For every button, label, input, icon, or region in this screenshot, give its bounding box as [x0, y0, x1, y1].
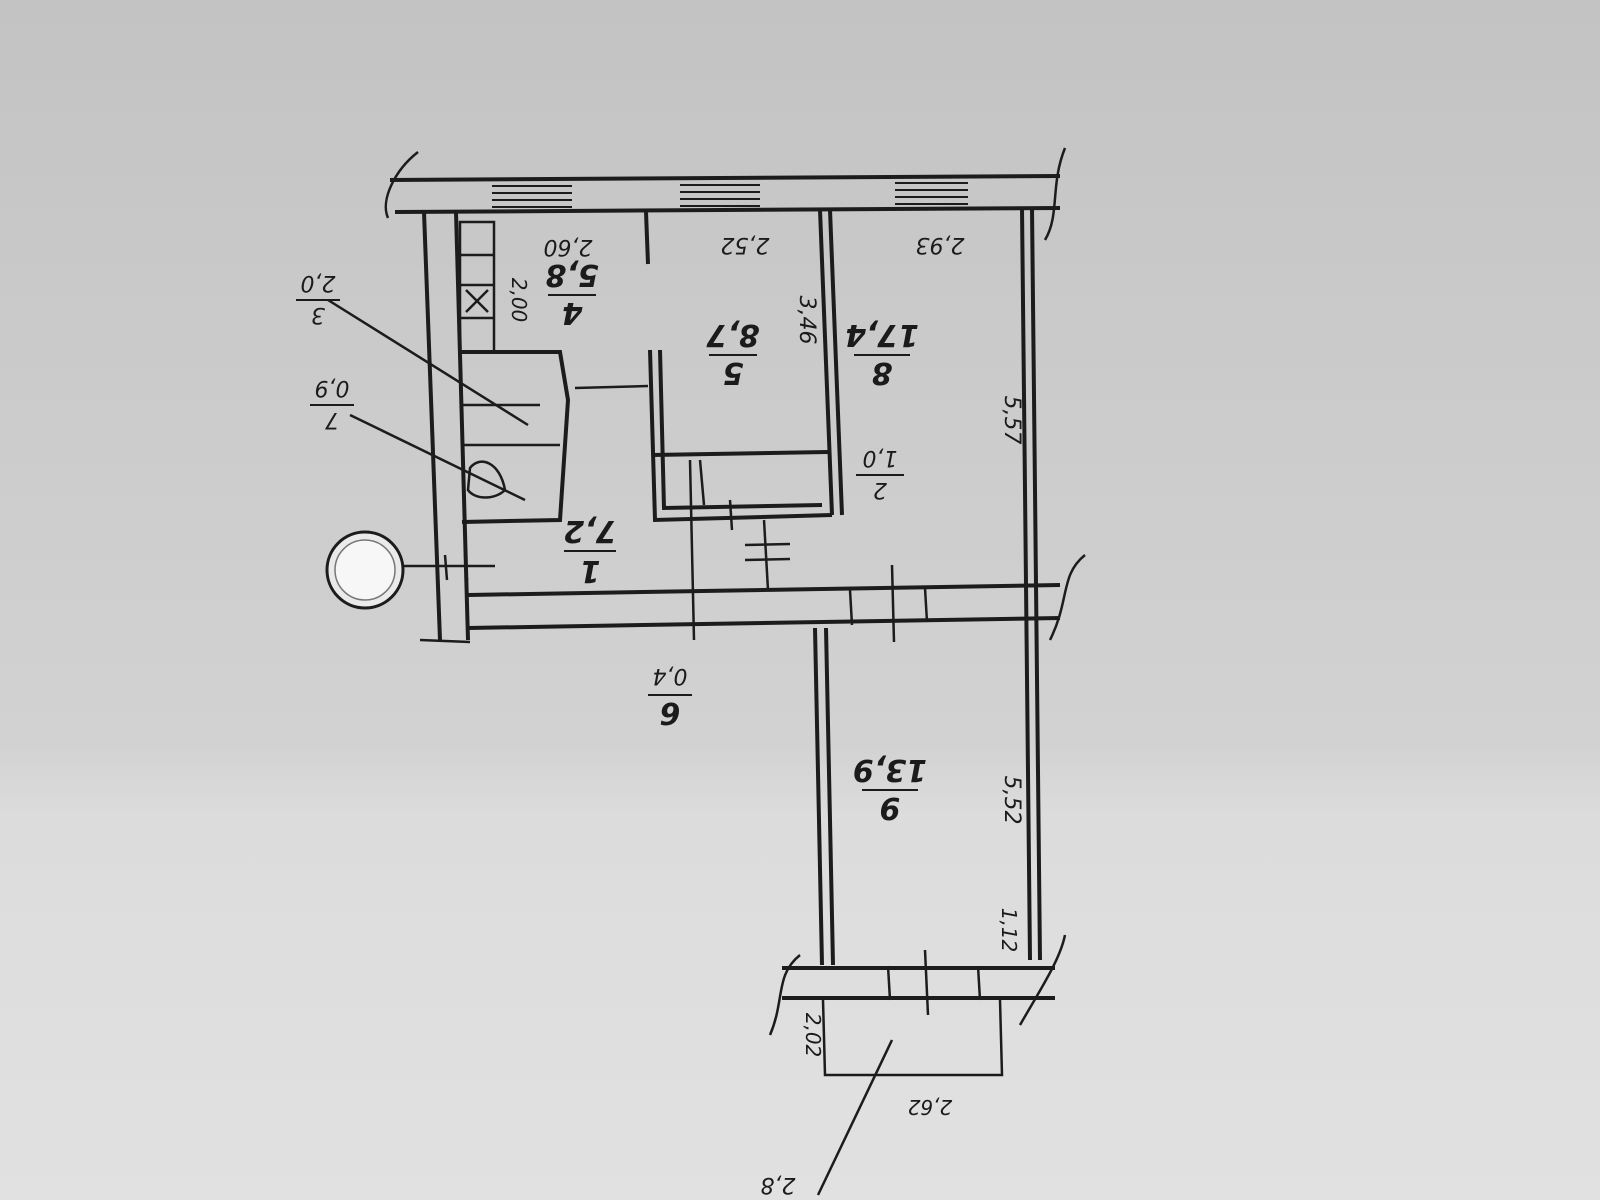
room-label-3: 3 2,0	[296, 270, 340, 327]
room-label-5: 5 8,7	[706, 317, 759, 390]
room-8-number: 8	[872, 355, 893, 390]
dimension-1-12: 1,12	[997, 908, 1021, 953]
room-9-walls	[768, 627, 1067, 1036]
room-label-9: 9 13,9	[853, 752, 927, 825]
room-1-area: 7,2	[563, 513, 616, 548]
left-wall	[419, 211, 471, 644]
room-7-number: 7	[325, 407, 339, 432]
dimension-5-52: 5,52	[999, 776, 1024, 825]
riser-marker	[325, 530, 430, 610]
door-marks	[430, 499, 896, 643]
dimension-3-46: 3,46	[794, 296, 819, 345]
central-wall	[467, 554, 1086, 641]
room-3-number: 3	[311, 302, 325, 327]
room-label-7: 7 0,9	[310, 375, 354, 432]
window-2	[680, 184, 760, 207]
dimension-2-60: 2,60	[544, 234, 593, 259]
room-4-number: 4	[562, 295, 584, 330]
balcony-area: 2,8	[761, 1172, 796, 1197]
room-1-number: 1	[580, 553, 601, 588]
window-1	[492, 185, 572, 208]
top-wall	[384, 147, 1067, 241]
dimension-5-57: 5,57	[999, 396, 1024, 445]
room-9-area: 13,9	[853, 752, 927, 787]
balcony-label: 2,8	[761, 1172, 796, 1197]
kitchen-fixtures	[458, 220, 496, 354]
dimension-2-52: 2,52	[721, 232, 770, 257]
dimension-2-02: 2,02	[801, 1013, 825, 1058]
leader-lines	[327, 298, 529, 502]
room-4-area: 5,8	[545, 257, 598, 292]
room-label-2: 2 1,0	[856, 445, 904, 502]
room-6-number: 6	[660, 695, 681, 730]
balcony	[816, 999, 1004, 1196]
room-label-8: 8 17,4	[845, 317, 919, 390]
dimension-2-62: 2,62	[908, 1095, 953, 1119]
room-5-number: 5	[723, 355, 744, 390]
room-5-area: 8,7	[706, 317, 759, 352]
room-7-area: 0,9	[315, 375, 350, 400]
dimension-2-93: 2,93	[916, 232, 965, 257]
room-label-4: 4 5,8	[545, 257, 598, 330]
room-label-1: 1 7,2	[563, 513, 616, 588]
room-8-area: 17,4	[845, 317, 919, 352]
room-9-number: 9	[880, 790, 901, 825]
room-label-6: 6 0,4	[648, 663, 692, 730]
room-2-area: 1,0	[863, 445, 898, 470]
dimension-2-00: 2,00	[507, 278, 531, 323]
room-2-number: 2	[873, 477, 887, 502]
room-6-area: 0,4	[653, 663, 688, 688]
room-3-area: 2,0	[301, 270, 336, 295]
window-3	[895, 182, 968, 205]
